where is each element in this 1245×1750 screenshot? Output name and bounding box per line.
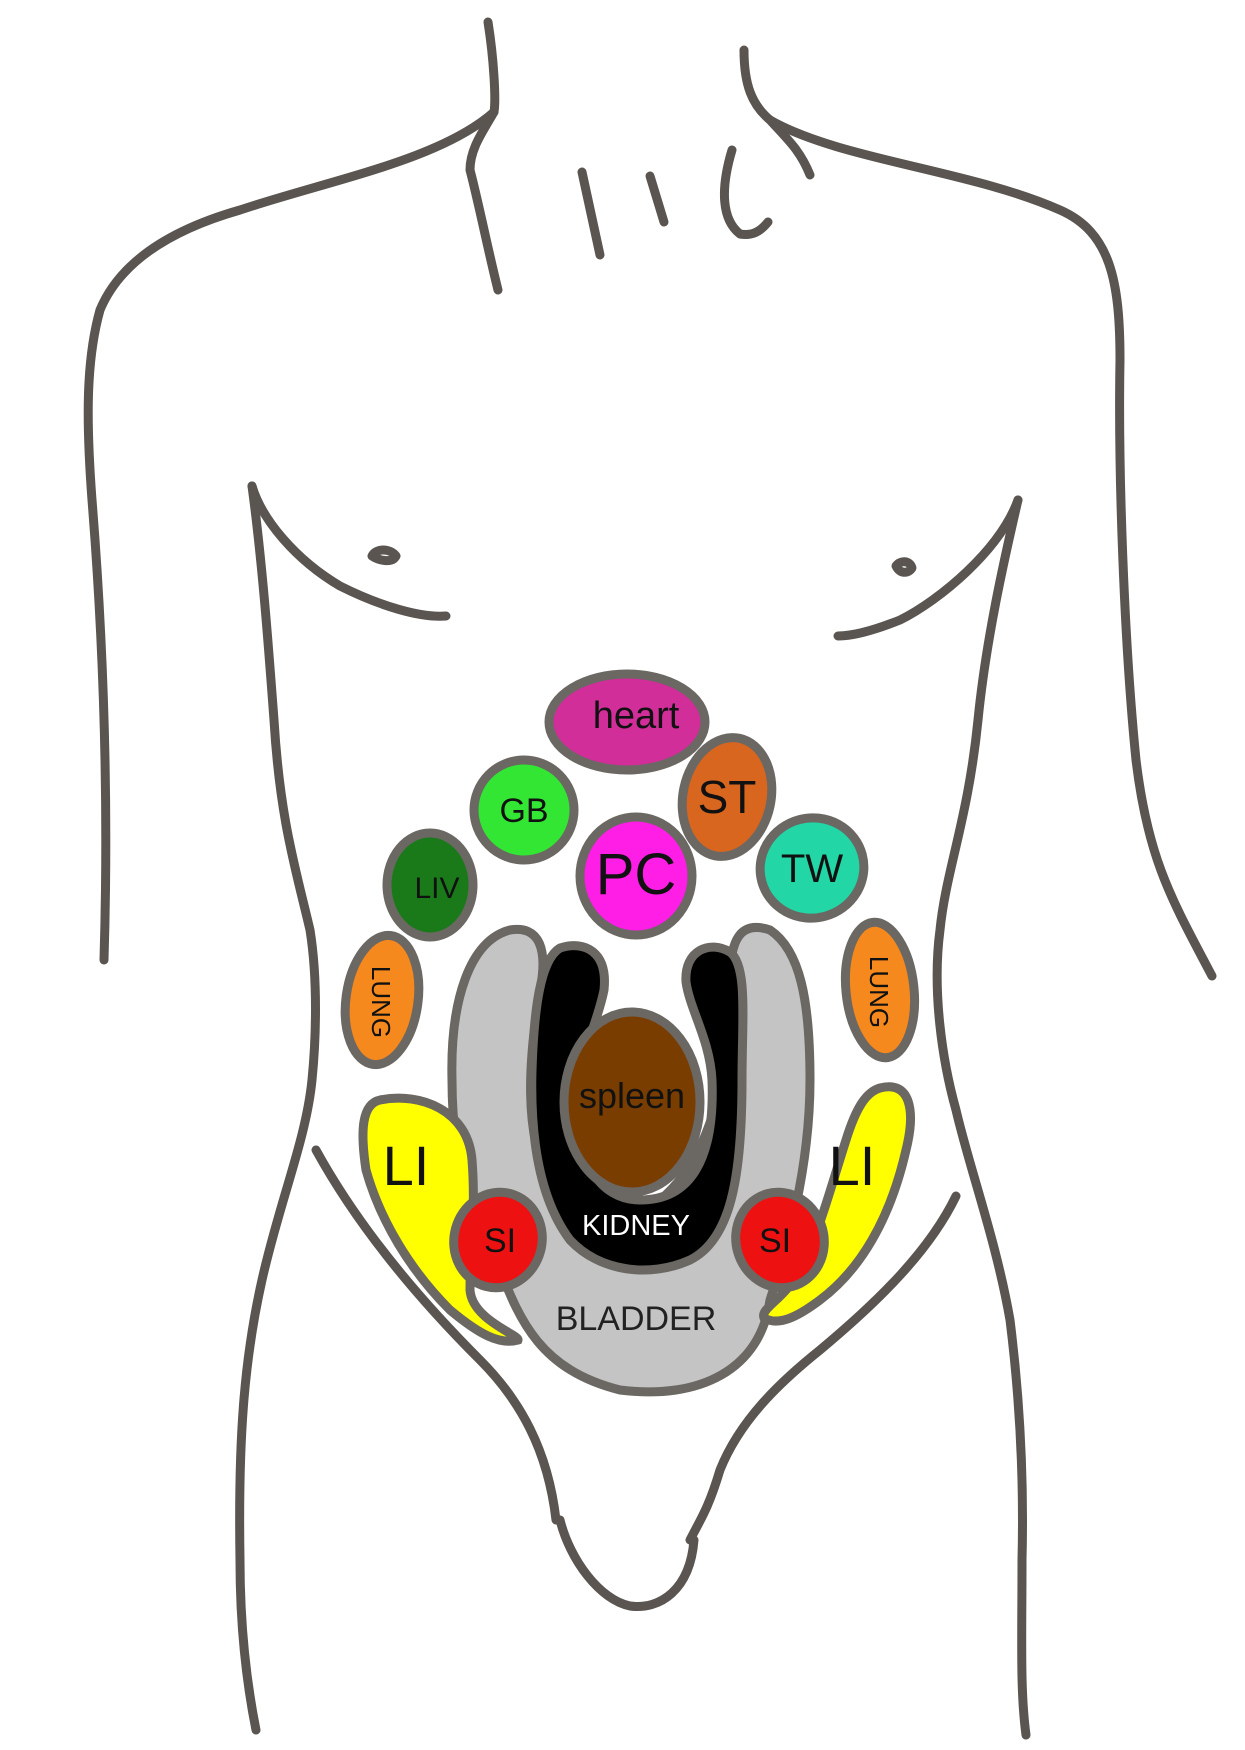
left-body-side	[235, 481, 320, 1735]
gallbladder-shape	[469, 755, 579, 865]
kidney-label: KIDNEY	[582, 1210, 690, 1242]
lung-left-group: LUNG	[340, 930, 424, 1070]
heart-label: heart	[593, 695, 680, 737]
triple-warmer-shape	[755, 813, 869, 923]
heart-group: heart	[544, 669, 710, 775]
right-body-side	[932, 495, 1031, 1740]
stomach-shape	[677, 733, 777, 861]
small-intestine-right-shape	[731, 1187, 829, 1293]
small-intestine-left-label: SI	[484, 1222, 516, 1260]
spleen-label: spleen	[579, 1075, 685, 1116]
gallbladder-label: GB	[499, 792, 548, 830]
left-groin-line	[311, 1145, 561, 1525]
stomach-group: ST	[677, 733, 777, 861]
pericardium-label: PC	[596, 842, 677, 907]
left-pectoral	[247, 481, 451, 621]
torso-outline	[83, 17, 1217, 1740]
lung-left-shape	[340, 930, 424, 1070]
triple-warmer-group: TW	[755, 813, 869, 923]
gallbladder-group: GB	[469, 755, 579, 865]
lung-left-label: LUNG	[366, 966, 396, 1038]
liver-group: LIV	[382, 828, 478, 942]
large-intestine-left-label: LI	[383, 1134, 430, 1197]
spleen-group: spleen	[559, 1007, 705, 1197]
large-intestine-right-shape	[759, 1082, 915, 1326]
heart-shape	[544, 669, 710, 775]
large-intestine-right-label: LI	[829, 1134, 876, 1197]
pericardium-group: PC	[575, 812, 697, 940]
spleen-shape	[559, 1007, 705, 1197]
lung-right-group: LUNG	[840, 917, 920, 1063]
lung-right-shape	[840, 917, 920, 1063]
small-intestine-right-label: SI	[759, 1222, 791, 1260]
large-intestine-left-shape	[358, 1093, 523, 1346]
bladder-label: BLADDER	[556, 1300, 717, 1338]
right-nipple	[891, 557, 917, 577]
small-intestine-right-group: SI	[731, 1187, 829, 1293]
groin-bulge	[555, 1515, 699, 1611]
neck-inner-mark-2	[645, 171, 669, 227]
neck-inner-mark-3	[719, 145, 773, 239]
left-shoulder-arm	[83, 107, 499, 965]
neck-inner-mark-1	[577, 167, 605, 260]
liver-shape	[382, 828, 478, 942]
lung-right-label: LUNG	[864, 956, 894, 1028]
liver-label: LIV	[414, 872, 459, 905]
right-shoulder-arm	[765, 115, 1217, 981]
pericardium-shape	[575, 812, 697, 940]
small-intestine-left-shape	[449, 1187, 547, 1293]
triple-warmer-label: TW	[781, 847, 843, 891]
neck-left-line	[465, 17, 503, 295]
small-intestine-left-group: SI	[449, 1187, 547, 1293]
stomach-label: ST	[698, 771, 757, 823]
large-intestine-left-group: LI	[358, 1093, 523, 1346]
neck-right-line	[739, 45, 815, 180]
large-intestine-right-group: LI	[759, 1082, 915, 1326]
left-nipple	[367, 545, 401, 566]
right-pectoral	[833, 495, 1023, 641]
right-groin-line	[685, 1191, 961, 1545]
